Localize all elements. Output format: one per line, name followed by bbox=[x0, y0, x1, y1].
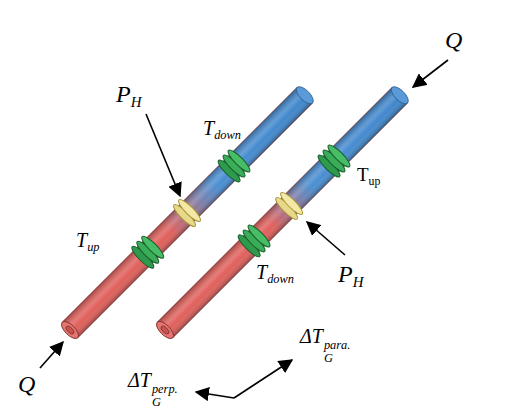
gradient-label: ΔTGpara. bbox=[300, 326, 350, 365]
axis-arrow bbox=[196, 392, 234, 398]
sensor-label: Tdown bbox=[203, 118, 241, 142]
sensor-label: Tup bbox=[357, 165, 380, 188]
heater-arrow bbox=[307, 222, 345, 255]
gradient-label: ΔTGperp. bbox=[128, 370, 178, 409]
sensor-label: Tup bbox=[76, 230, 100, 254]
right-pipe bbox=[151, 81, 414, 344]
sensor-label: Tdown bbox=[256, 262, 294, 286]
flow-arrow bbox=[413, 60, 448, 87]
flow-label: Q bbox=[18, 372, 35, 396]
heater-arrow bbox=[146, 114, 180, 196]
flow-arrow bbox=[40, 342, 63, 368]
axis-arrow bbox=[234, 360, 292, 398]
flow-label: Q bbox=[445, 28, 462, 52]
heater-label: PH bbox=[116, 82, 141, 110]
heater-label: PH bbox=[338, 262, 363, 290]
